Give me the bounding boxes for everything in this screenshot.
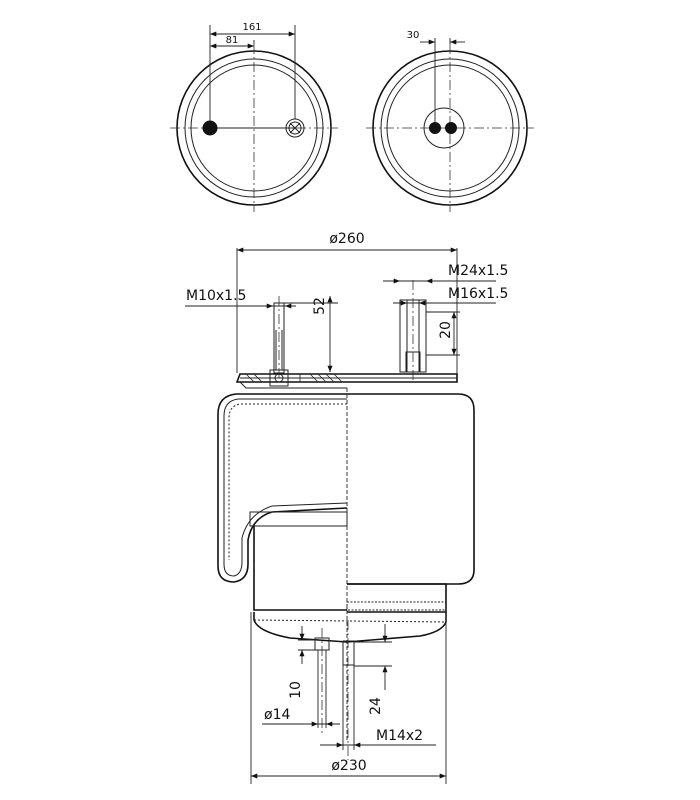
dim-label-20: 20	[438, 321, 454, 339]
dim-label-30: 30	[407, 30, 420, 41]
dim-label-diameter-14: ø14	[264, 707, 290, 723]
dim-label-m10: M10x1.5	[186, 288, 246, 304]
bellows-section-left	[217, 393, 348, 583]
bottom-mounting	[314, 620, 355, 760]
dim-label-m24: M24x1.5	[448, 263, 508, 279]
dim-label-diameter-260: ø260	[329, 231, 364, 247]
top-view-right: 30	[366, 30, 534, 212]
side-view: ø260 M10x1.5 52 M24x1.5 M16x1.5 20	[185, 231, 508, 784]
dim-label-24: 24	[368, 697, 384, 715]
dim-label-52: 52	[312, 297, 328, 315]
bellows-outline-right	[347, 393, 475, 585]
dim-label-diameter-230: ø230	[331, 758, 366, 774]
port-hole-dot	[429, 122, 441, 134]
dim-label-10: 10	[288, 681, 304, 699]
dim-label-m14: M14x2	[376, 728, 423, 744]
top-view-left: 161 81	[170, 22, 338, 212]
dim-label-81: 81	[226, 35, 239, 46]
port-hole-dot	[445, 122, 457, 134]
dim-label-m16: M16x1.5	[448, 286, 508, 302]
piston	[253, 526, 447, 643]
top-bead-plate	[235, 369, 458, 389]
dim-label-161: 161	[242, 22, 261, 33]
air-port-cross-icon	[285, 118, 305, 138]
stud-hole-dot	[202, 120, 218, 136]
